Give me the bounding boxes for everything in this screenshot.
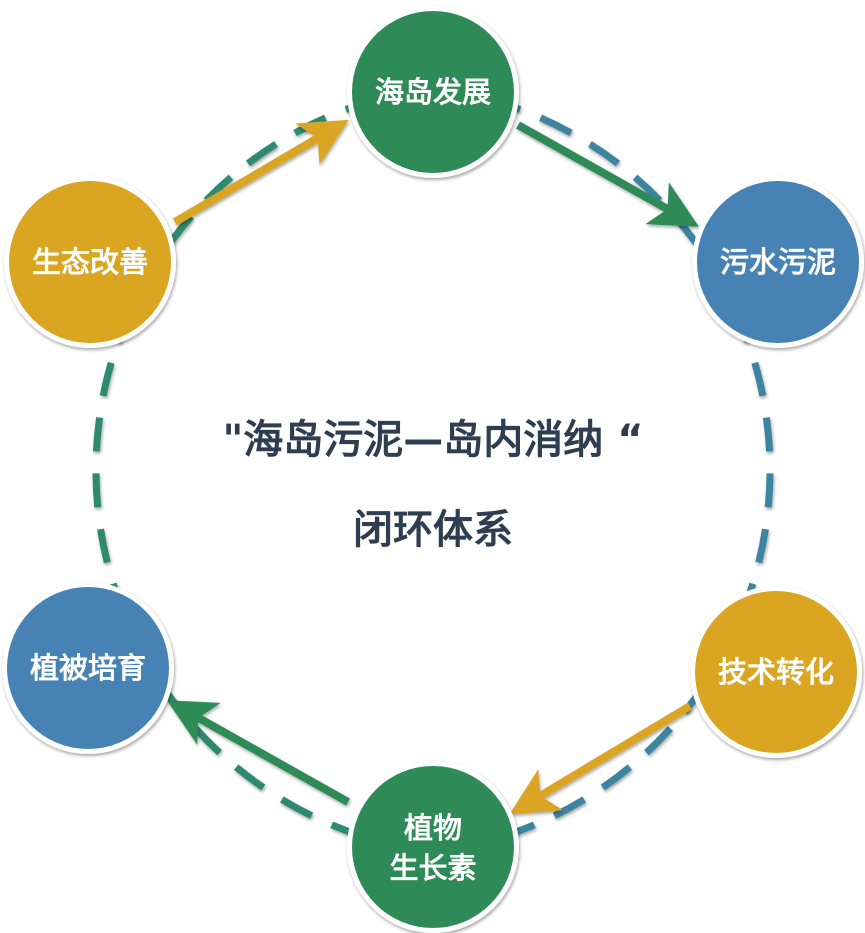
- arrow-technology-to-hormone: [509, 702, 693, 815]
- node-label: 海岛发展: [375, 75, 491, 109]
- node-label: 生态改善: [32, 245, 148, 279]
- node-plant-growth-hormone: 植物 生长素: [347, 761, 519, 933]
- node-island-development: 海岛发展: [347, 6, 519, 178]
- diagram-title-line1: "海岛污泥—岛内消纳 “: [222, 417, 643, 463]
- node-label: 技术转化: [718, 655, 834, 689]
- node-ecological-improvement: 生态改善: [4, 176, 176, 348]
- node-vegetation-cultivation: 植被培育: [2, 582, 174, 754]
- diagram-title-line2: 闭环体系: [353, 507, 513, 553]
- dashed-ring-left: [92, 84, 434, 856]
- node-sewage-sludge: 污水污泥: [692, 176, 864, 348]
- node-technology-conversion: 技术转化: [690, 586, 862, 758]
- node-circle: [352, 766, 514, 928]
- node-label-line1: 植物: [404, 811, 462, 845]
- node-label: 植被培育: [30, 651, 146, 685]
- node-circle: [9, 181, 171, 343]
- node-circle: [697, 181, 859, 343]
- node-circle: [352, 11, 514, 173]
- node-circle: [7, 587, 169, 749]
- arrow-ecology-to-development: [172, 119, 349, 226]
- arrow-hormone-to-vegetation: [167, 700, 350, 806]
- node-label: 污水污泥: [720, 245, 836, 279]
- node-label-line2: 生长素: [389, 851, 476, 885]
- dashed-ring-right: [432, 84, 774, 856]
- node-circle: [695, 591, 857, 753]
- arrow-development-to-sewage: [516, 121, 699, 227]
